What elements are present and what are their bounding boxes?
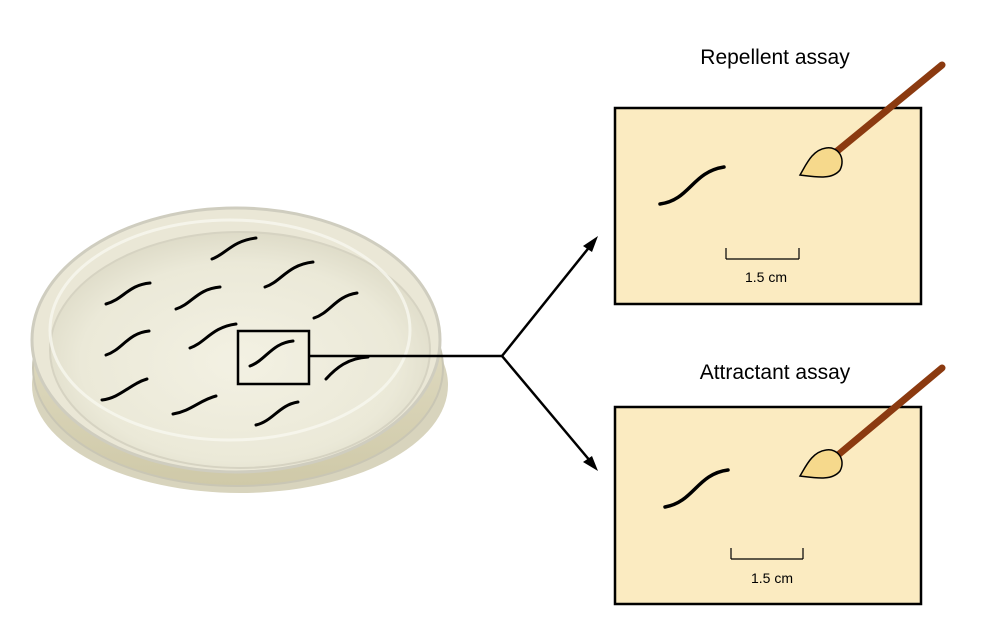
repellent-panel: Repellent assay 1.5 cm [613, 46, 946, 306]
brush-tip [798, 449, 843, 479]
worm [174, 285, 222, 311]
plate-worms [100, 236, 370, 427]
attractant-scale-label: 1.5 cm [751, 570, 793, 586]
worm [171, 394, 218, 416]
attractant-worm [663, 468, 730, 509]
worm [263, 260, 315, 289]
worm [324, 355, 370, 381]
brush-handle [834, 364, 946, 459]
connector-line-down [501, 355, 592, 463]
brush-handle [832, 61, 946, 156]
worm [312, 291, 359, 320]
worm [248, 339, 295, 368]
dish-highlight [48, 218, 412, 442]
worm [188, 322, 238, 350]
brush-tip [798, 147, 843, 178]
worm [104, 329, 151, 357]
arrowhead-up [583, 236, 598, 252]
repellent-scale-bar [725, 248, 800, 260]
connector-line-up [501, 244, 592, 357]
attractant-brush [798, 364, 946, 479]
arrowhead-down [583, 456, 598, 471]
repellent-scale-label: 1.5 cm [745, 269, 787, 285]
attractant-scale-bar [730, 548, 804, 560]
zoom-selection-box [236, 329, 311, 386]
connector [309, 244, 592, 463]
worm [254, 400, 300, 427]
worm [210, 236, 258, 261]
repellent-agar-box [613, 106, 923, 306]
petri-dish [30, 206, 448, 493]
worm [100, 377, 149, 402]
attractant-panel: Attractant assay 1.5 cm [613, 361, 946, 606]
repellent-title: Repellent assay [700, 46, 850, 69]
repellent-worm [658, 165, 726, 206]
repellent-brush [798, 61, 946, 178]
dish-agar [49, 231, 431, 469]
attractant-title: Attractant assay [700, 361, 851, 384]
worm [104, 281, 152, 306]
